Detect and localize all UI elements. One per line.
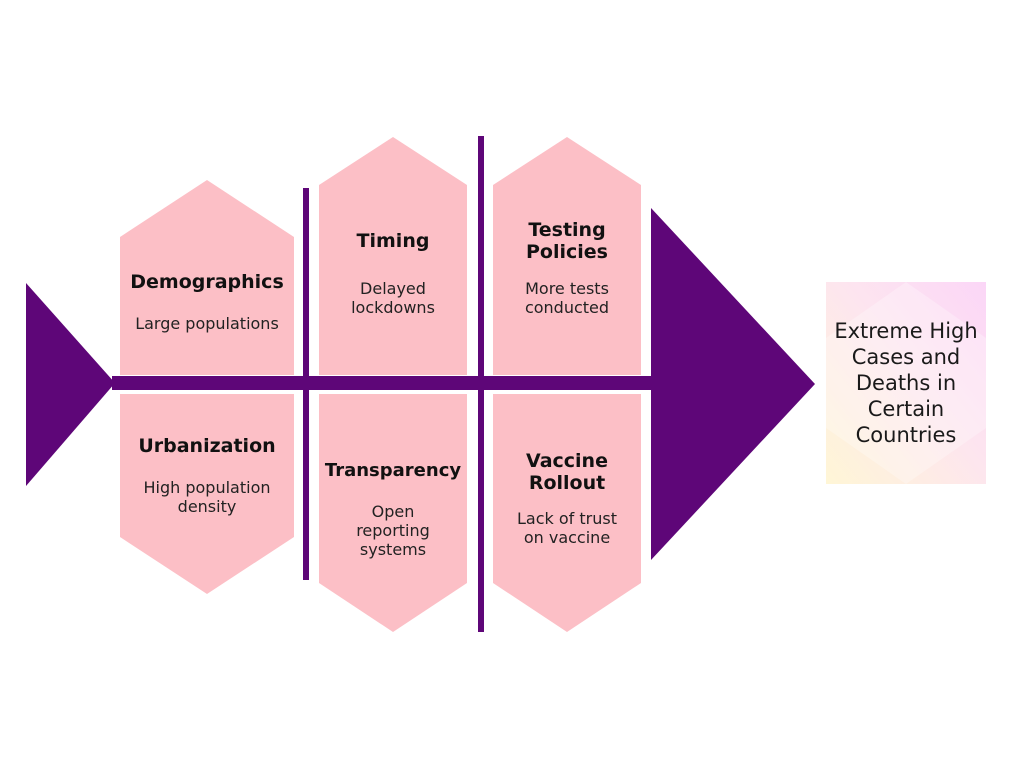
cause-demographics: Demographics Large populations bbox=[120, 271, 294, 333]
cause-urbanization-desc: High population density bbox=[143, 478, 271, 516]
cause-box-urbanization bbox=[120, 394, 294, 594]
cause-timing-title: Timing bbox=[356, 230, 430, 252]
cause-timing-desc: Delayed lockdowns bbox=[351, 279, 435, 317]
cause-demographics-title: Demographics bbox=[130, 271, 284, 293]
fish-tail bbox=[26, 283, 115, 486]
effect-box-hexagon bbox=[826, 282, 986, 484]
cause-vaccine-title: Vaccine Rollout bbox=[526, 450, 608, 494]
effect-label: Extreme High Cases and Deaths in Certain… bbox=[826, 282, 986, 484]
cause-urbanization: Urbanization High population density bbox=[120, 435, 294, 516]
cause-vaccine: Vaccine Rollout Lack of trust on vaccine bbox=[493, 450, 641, 547]
cause-testing: Testing Policies More tests conducted bbox=[493, 219, 641, 317]
bone-divider-2 bbox=[478, 136, 484, 632]
cause-urbanization-title: Urbanization bbox=[138, 435, 276, 457]
cause-timing: Timing Delayed lockdowns bbox=[319, 230, 467, 317]
cause-transparency: Transparency Open reporting systems bbox=[319, 460, 467, 559]
fish-spine bbox=[112, 376, 657, 390]
cause-transparency-desc: Open reporting systems bbox=[356, 502, 430, 559]
effect-box bbox=[826, 282, 986, 484]
effect-label-text: Extreme High Cases and Deaths in Certain… bbox=[834, 319, 978, 447]
cause-box-demographics bbox=[120, 180, 294, 375]
cause-box-testing bbox=[493, 137, 641, 375]
cause-testing-desc: More tests conducted bbox=[524, 279, 610, 317]
cause-vaccine-desc: Lack of trust on vaccine bbox=[517, 509, 617, 547]
cause-box-transparency bbox=[319, 394, 467, 632]
cause-demographics-desc: Large populations bbox=[135, 314, 279, 333]
cause-testing-title: Testing Policies bbox=[526, 219, 608, 263]
cause-transparency-title: Transparency bbox=[324, 460, 462, 481]
cause-box-timing bbox=[319, 137, 467, 375]
cause-box-vaccine bbox=[493, 394, 641, 632]
fish-head bbox=[651, 208, 815, 560]
bone-divider-1 bbox=[303, 188, 309, 580]
